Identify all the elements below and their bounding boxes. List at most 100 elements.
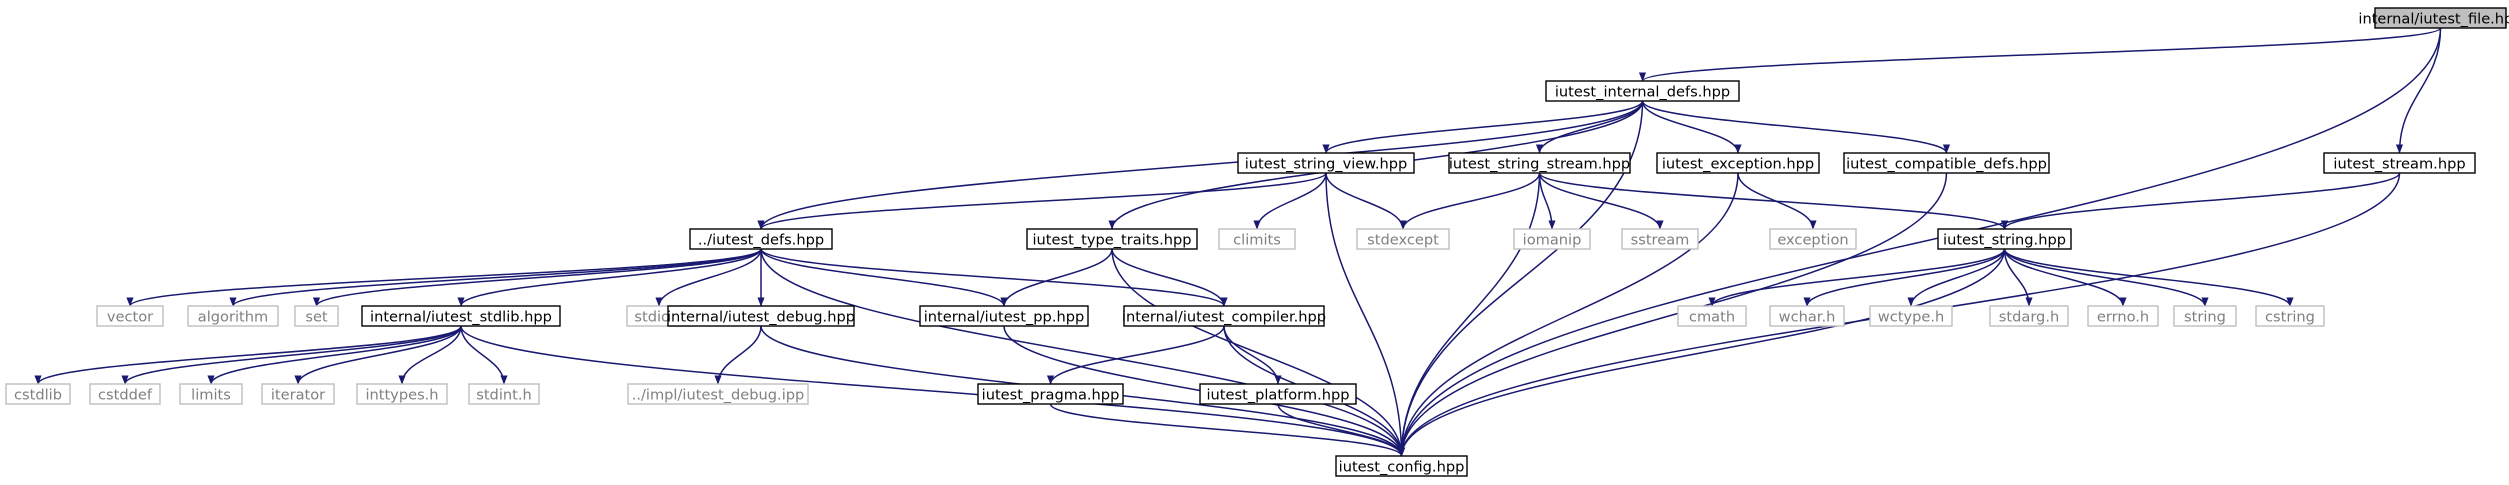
node-type-traits[interactable]: iutest_type_traits.hpp: [1026, 228, 1198, 250]
edge-defs-to-vector: [126, 248, 762, 307]
node-climits: climits: [1218, 228, 1296, 250]
node-label: stdexcept: [1367, 232, 1439, 249]
node-internal-defs[interactable]: iutest_internal_defs.hpp: [1545, 80, 1740, 102]
node-stdexcept: stdexcept: [1356, 228, 1450, 250]
node-box: [1869, 305, 1953, 327]
node-label: iutest_stream.hpp: [2333, 156, 2465, 173]
node-cmath: cmath: [1677, 305, 1747, 327]
edge-stream-to-string_hpp: [2001, 172, 2401, 230]
node-box: [96, 305, 164, 327]
edge-string_view-to-stdexcept: [1325, 172, 1407, 230]
node-root[interactable]: internal/iutest_file.hpp: [2358, 7, 2509, 29]
edge-exception_hpp-to-exception: [1737, 172, 1817, 230]
node-string-hpp[interactable]: iutest_string.hpp: [1937, 228, 2072, 250]
node-label: iutest_internal_defs.hpp: [1555, 84, 1730, 101]
edge-internal_defs-to-defs: [757, 100, 1644, 230]
node-label: limits: [191, 387, 231, 404]
node-box: [1218, 228, 1296, 250]
node-box: [689, 228, 833, 250]
edge-stdlib_hpp-to-iterator: [294, 325, 462, 385]
node-box: [1026, 228, 1198, 250]
edge-defs-to-stdlib_hpp: [457, 248, 762, 307]
edge-stdlib_hpp-to-limits: [207, 325, 462, 385]
edge-type_traits-to-pp: [1000, 248, 1113, 307]
node-set: set: [294, 305, 339, 327]
node-string-view[interactable]: iutest_string_view.hpp: [1237, 152, 1415, 174]
node-label: climits: [1233, 232, 1281, 249]
node-label: iutest_string.hpp: [1943, 232, 2066, 249]
edge-string_stream-to-sstream: [1538, 172, 1664, 230]
node-compiler[interactable]: internal/iutest_compiler.hpp: [1122, 305, 1326, 327]
edge-string_hpp-to-wctype: [1907, 248, 2006, 307]
node-string: string: [2173, 305, 2237, 327]
edge-platform-to-config: [1277, 403, 1406, 457]
node-label: internal/iutest_debug.hpp: [667, 309, 855, 326]
node-box: [2255, 305, 2325, 327]
node-box: [89, 383, 161, 405]
edge-string_hpp-to-config: [1397, 248, 2006, 457]
node-stdlib-hpp[interactable]: internal/iutest_stdlib.hpp: [361, 305, 561, 327]
edge-stdlib_hpp-to-cstdlib: [34, 325, 462, 385]
node-box: [1843, 152, 2050, 174]
edge-internal_defs-to-compatible_defs: [1641, 100, 1950, 154]
edge-internal_defs-to-string_view: [1322, 100, 1644, 154]
node-iomanip: iomanip: [1513, 228, 1591, 250]
node-stdint: stdint.h: [468, 383, 540, 405]
node-box: [1123, 305, 1325, 327]
node-box: [5, 383, 71, 405]
edge-defs-to-pp: [760, 248, 1008, 307]
node-inttypes: inttypes.h: [356, 383, 448, 405]
node-platform[interactable]: iutest_platform.hpp: [1199, 383, 1357, 405]
dependency-edges: [34, 27, 2442, 457]
edge-string_stream-to-iomanip: [1538, 172, 1556, 230]
node-compatible-defs[interactable]: iutest_compatible_defs.hpp: [1843, 152, 2050, 174]
node-label: cmath: [1689, 309, 1735, 326]
node-label: cstddef: [98, 387, 153, 404]
edge-stdlib_hpp-to-config: [460, 325, 1405, 457]
node-label: internal/iutest_compiler.hpp: [1122, 309, 1326, 326]
edge-string_hpp-to-stdarg: [2003, 248, 2033, 307]
node-box: [356, 383, 448, 405]
node-defs[interactable]: ../iutest_defs.hpp: [689, 228, 833, 250]
node-pragma[interactable]: iutest_pragma.hpp: [977, 383, 1124, 405]
node-box: [1448, 152, 1631, 174]
node-label: inttypes.h: [365, 387, 438, 404]
node-label: iutest_pragma.hpp: [982, 387, 1120, 404]
node-label: algorithm: [198, 309, 268, 326]
node-box: [361, 305, 561, 327]
edge-string_hpp-to-wchar: [1803, 248, 2006, 307]
edge-defs-to-stdio: [655, 248, 762, 307]
node-debug[interactable]: internal/iutest_debug.hpp: [667, 305, 855, 327]
edge-string_hpp-to-string: [2003, 248, 2209, 307]
node-label: errno.h: [2097, 309, 2149, 326]
node-box: [1335, 455, 1468, 477]
node-box: [2374, 7, 2507, 29]
node-box: [261, 383, 335, 405]
node-string-stream[interactable]: iutest_string_stream.hpp: [1448, 152, 1631, 174]
edge-debug-to-debug_ipp: [714, 325, 762, 385]
node-box: [1356, 228, 1450, 250]
edge-root-to-config: [1397, 27, 2442, 457]
node-box: [1545, 80, 1740, 102]
node-label: internal/iutest_file.hpp: [2358, 11, 2509, 28]
edge-string_stream-to-string_hpp: [1538, 172, 2008, 230]
node-exception: exception: [1769, 228, 1857, 250]
node-exception-hpp[interactable]: iutest_exception.hpp: [1656, 152, 1820, 174]
node-label: iutest_type_traits.hpp: [1033, 232, 1192, 249]
edge-string_view-to-defs: [757, 172, 1327, 230]
edge-compiler-to-platform: [1223, 325, 1282, 385]
node-config[interactable]: iutest_config.hpp: [1335, 455, 1468, 477]
node-label: iomanip: [1523, 232, 1582, 249]
node-pp[interactable]: internal/iutest_pp.hpp: [919, 305, 1089, 327]
node-label: set: [305, 309, 328, 326]
node-label: string: [2184, 309, 2226, 326]
node-label: iutest_exception.hpp: [1662, 156, 1814, 173]
node-box: [1989, 305, 2069, 327]
node-box: [1677, 305, 1747, 327]
node-stream[interactable]: iutest_stream.hpp: [2323, 152, 2476, 174]
node-label: ../iutest_defs.hpp: [698, 232, 824, 249]
node-label: iterator: [271, 387, 325, 404]
edge-defs-to-config: [760, 248, 1406, 457]
node-box: [627, 383, 809, 405]
node-label: stdarg.h: [1999, 309, 2059, 326]
